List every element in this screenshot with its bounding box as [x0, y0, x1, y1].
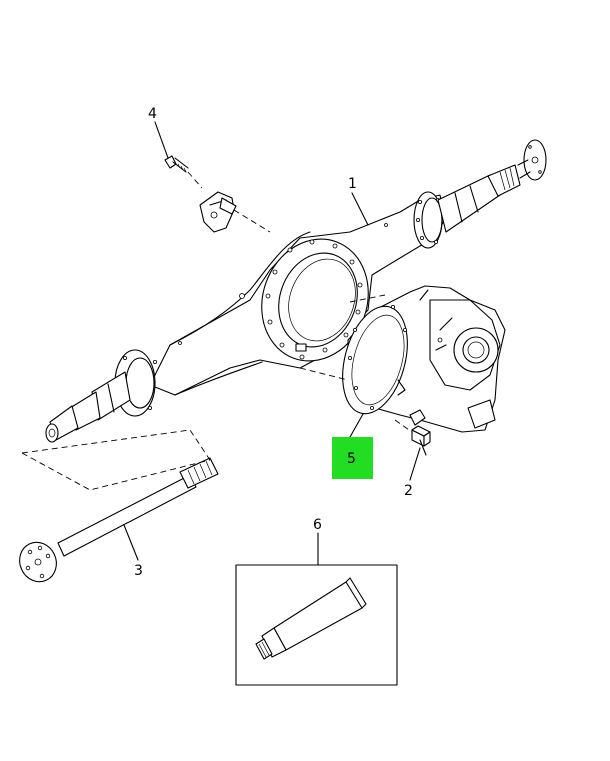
- differential-carrier[interactable]: [332, 285, 506, 433]
- axle-housing[interactable]: [45, 139, 547, 443]
- callout-4[interactable]: 4: [148, 106, 157, 122]
- kit-box: [235, 564, 398, 686]
- callout-3[interactable]: 3: [134, 563, 143, 579]
- callout-5[interactable]: 5: [347, 451, 356, 467]
- cap-screw[interactable]: [411, 425, 431, 456]
- assembly-guide-lines: [21, 171, 413, 491]
- highlight-box-5[interactable]: [332, 437, 373, 479]
- mounting-bracket[interactable]: [199, 191, 237, 233]
- leader-lines: [123, 121, 421, 566]
- callout-1[interactable]: 1: [348, 176, 357, 192]
- mounting-bolt[interactable]: [164, 155, 189, 173]
- sealant-tube[interactable]: [235, 564, 398, 686]
- axle-shaft[interactable]: [13, 457, 219, 588]
- callout-6[interactable]: 6: [313, 517, 322, 533]
- callout-2[interactable]: 2: [404, 483, 413, 499]
